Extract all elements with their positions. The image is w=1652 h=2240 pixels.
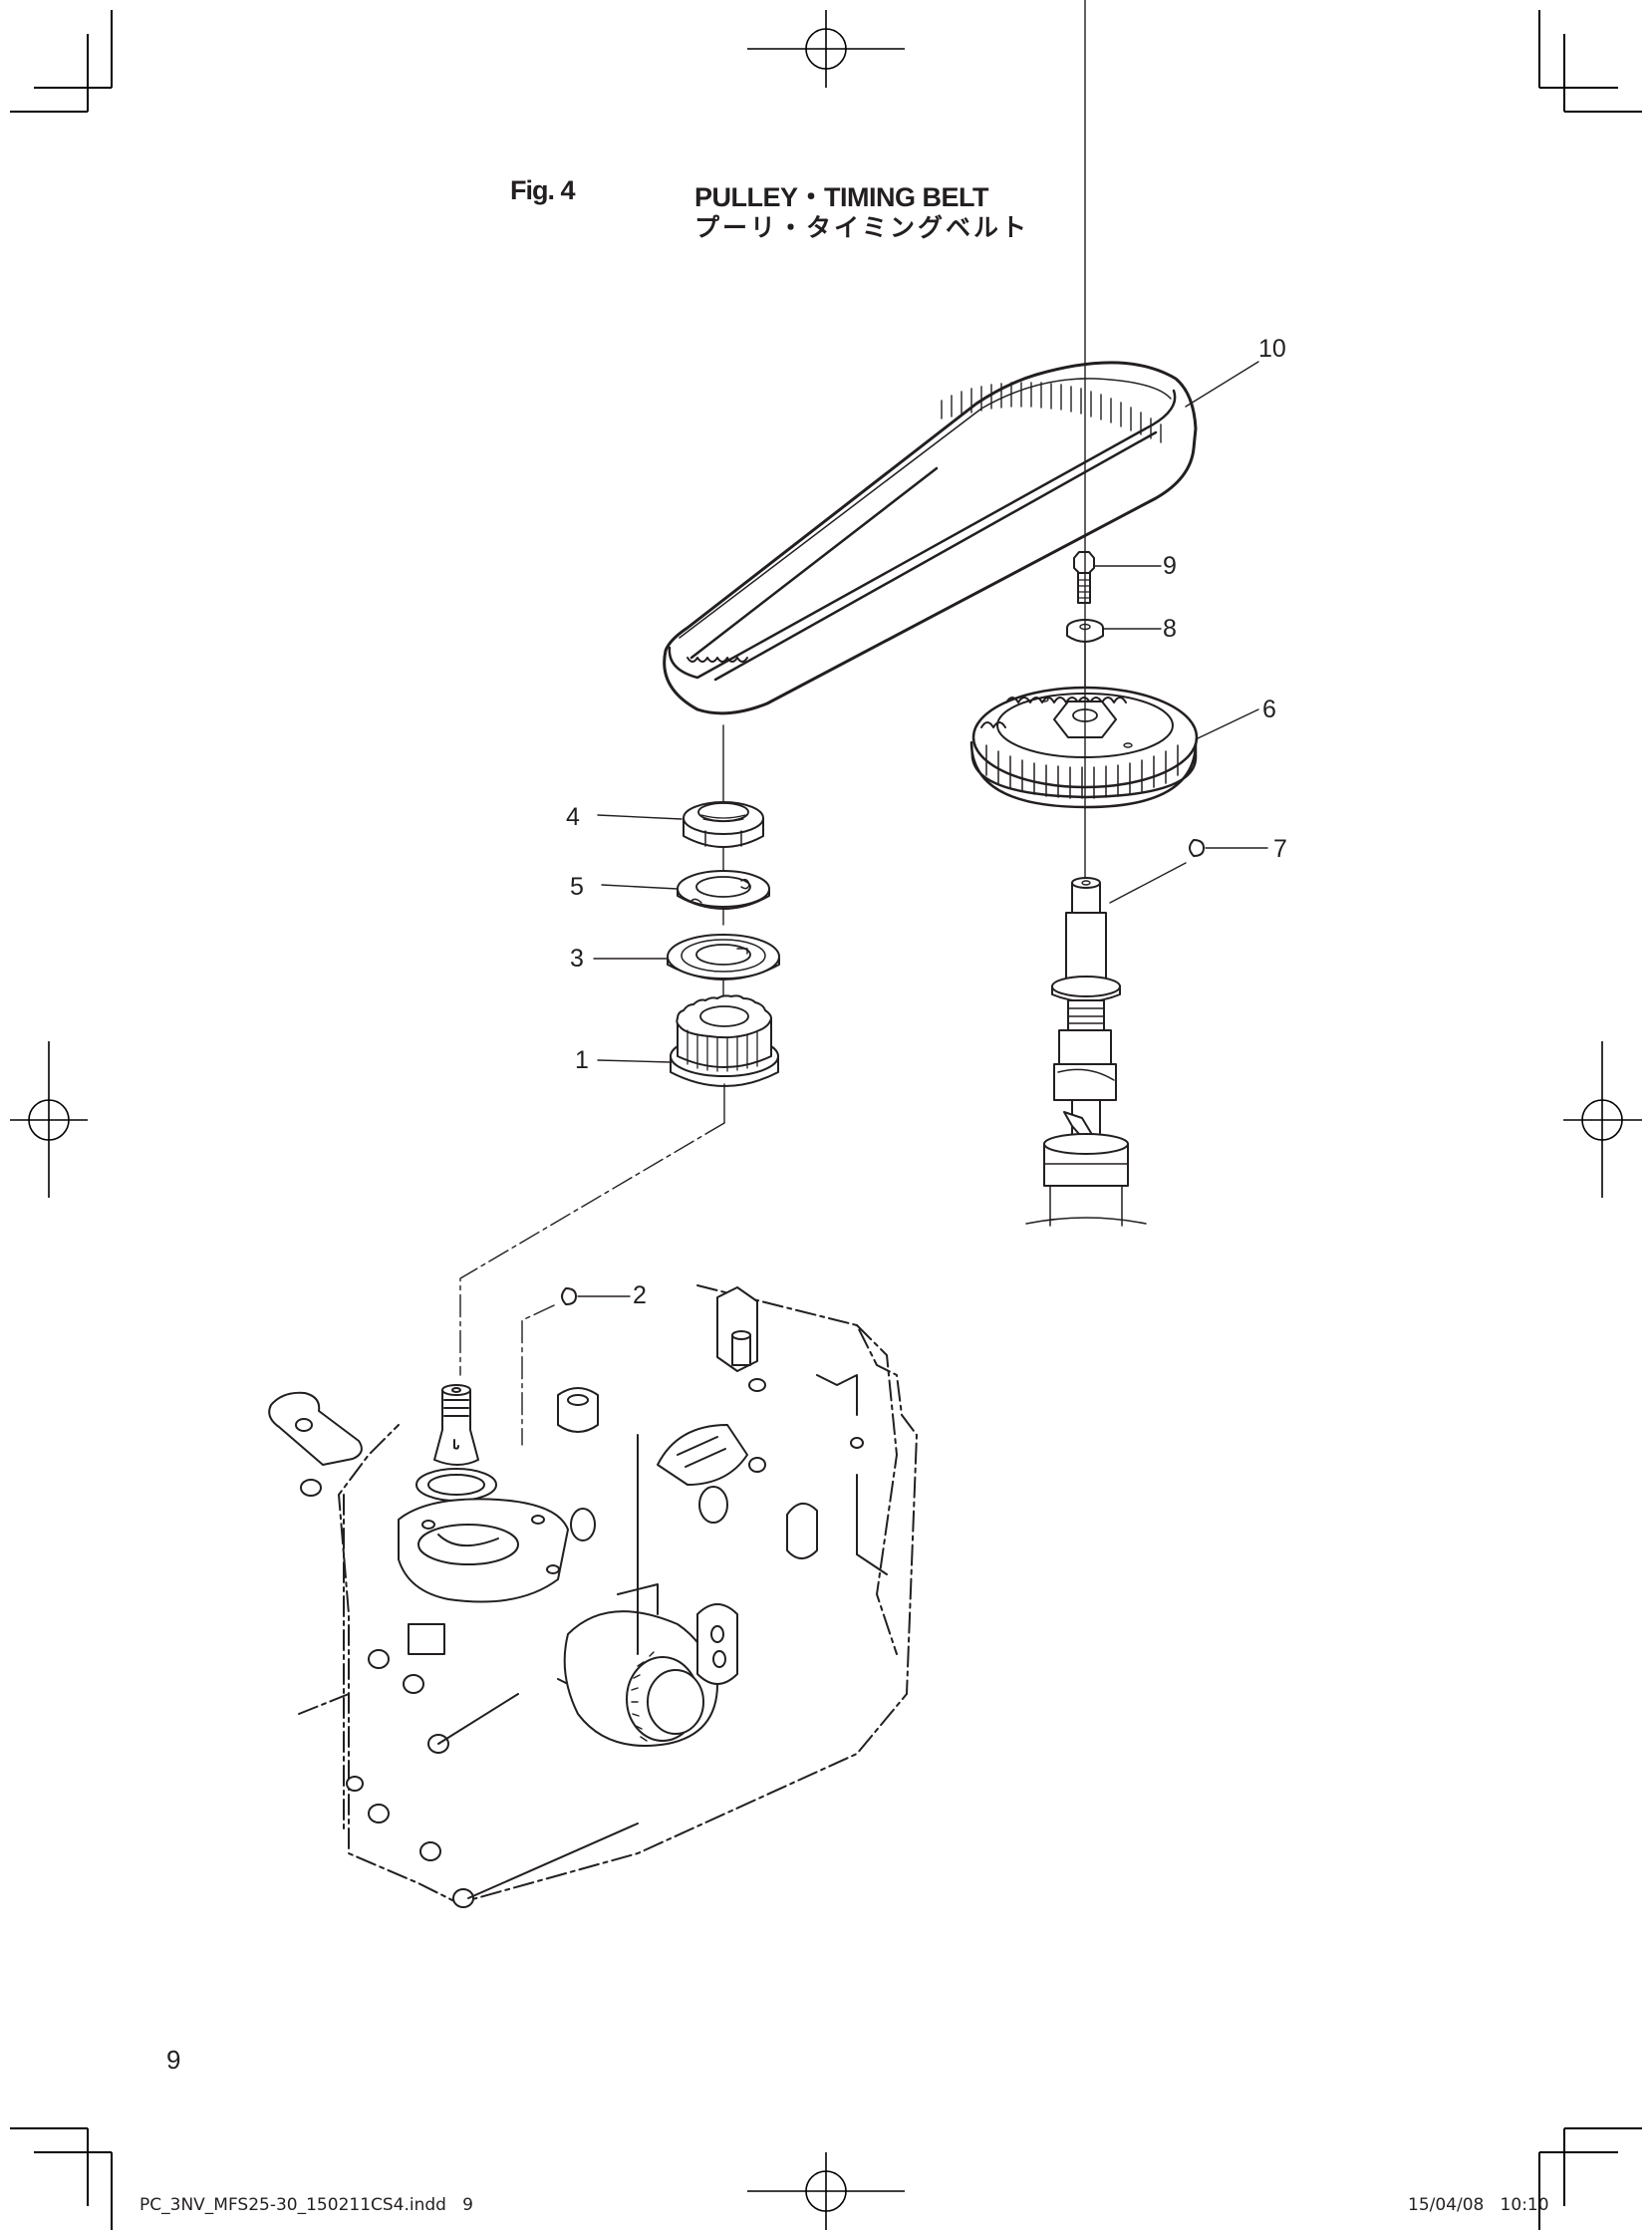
camshaft-pulley-illustration [969, 0, 1259, 878]
nut-illustration [597, 724, 764, 874]
camshaft-illustration [1025, 877, 1147, 1227]
callout-camshaft-pulley: 6 [1262, 696, 1276, 723]
figure-number: Fig. 4 [510, 175, 576, 205]
bolt-illustration [1073, 551, 1162, 604]
drive-pulley-illustration [459, 994, 779, 1376]
timing-belt-illustration [663, 361, 1259, 715]
callout-crankshaft-key: 2 [633, 1281, 647, 1309]
callout-lock-washer: 5 [570, 873, 584, 901]
callout-guide-plate: 3 [570, 945, 584, 973]
crop-mark-top-left [10, 10, 113, 113]
engine-block-illustration [268, 1284, 918, 1908]
lock-washer-illustration [601, 870, 770, 926]
crop-mark-top-right [1538, 10, 1642, 113]
registration-mark-bottom [747, 2152, 905, 2230]
crop-mark-bottom-left [10, 2127, 113, 2230]
crankshaft-key-illustration [521, 1287, 631, 1446]
figure-title-english: PULLEY・TIMING BELT [694, 182, 989, 212]
crop-mark-bottom-right [1538, 2127, 1642, 2230]
callout-washer: 8 [1163, 615, 1177, 643]
camshaft-key-illustration [1109, 839, 1268, 904]
callout-camshaft-key: 7 [1273, 835, 1287, 863]
page-number: 9 [166, 2045, 181, 2075]
callout-drive-pulley: 1 [575, 1046, 589, 1074]
callout-timing-belt: 10 [1258, 335, 1286, 363]
slug-datetime: 15/04/08 10:10 [1408, 2195, 1549, 2215]
registration-mark-top [747, 10, 905, 88]
registration-mark-left [10, 1041, 88, 1198]
callout-nut: 4 [566, 803, 580, 831]
registration-mark-right [1563, 1041, 1642, 1198]
guide-plate-illustration [593, 934, 780, 1001]
callout-bolt: 9 [1163, 552, 1177, 580]
slug-filename: PC_3NV_MFS25-30_150211CS4.indd 9 [139, 2195, 474, 2215]
figure-title-japanese: プーリ・タイミングベルト [694, 214, 1030, 242]
